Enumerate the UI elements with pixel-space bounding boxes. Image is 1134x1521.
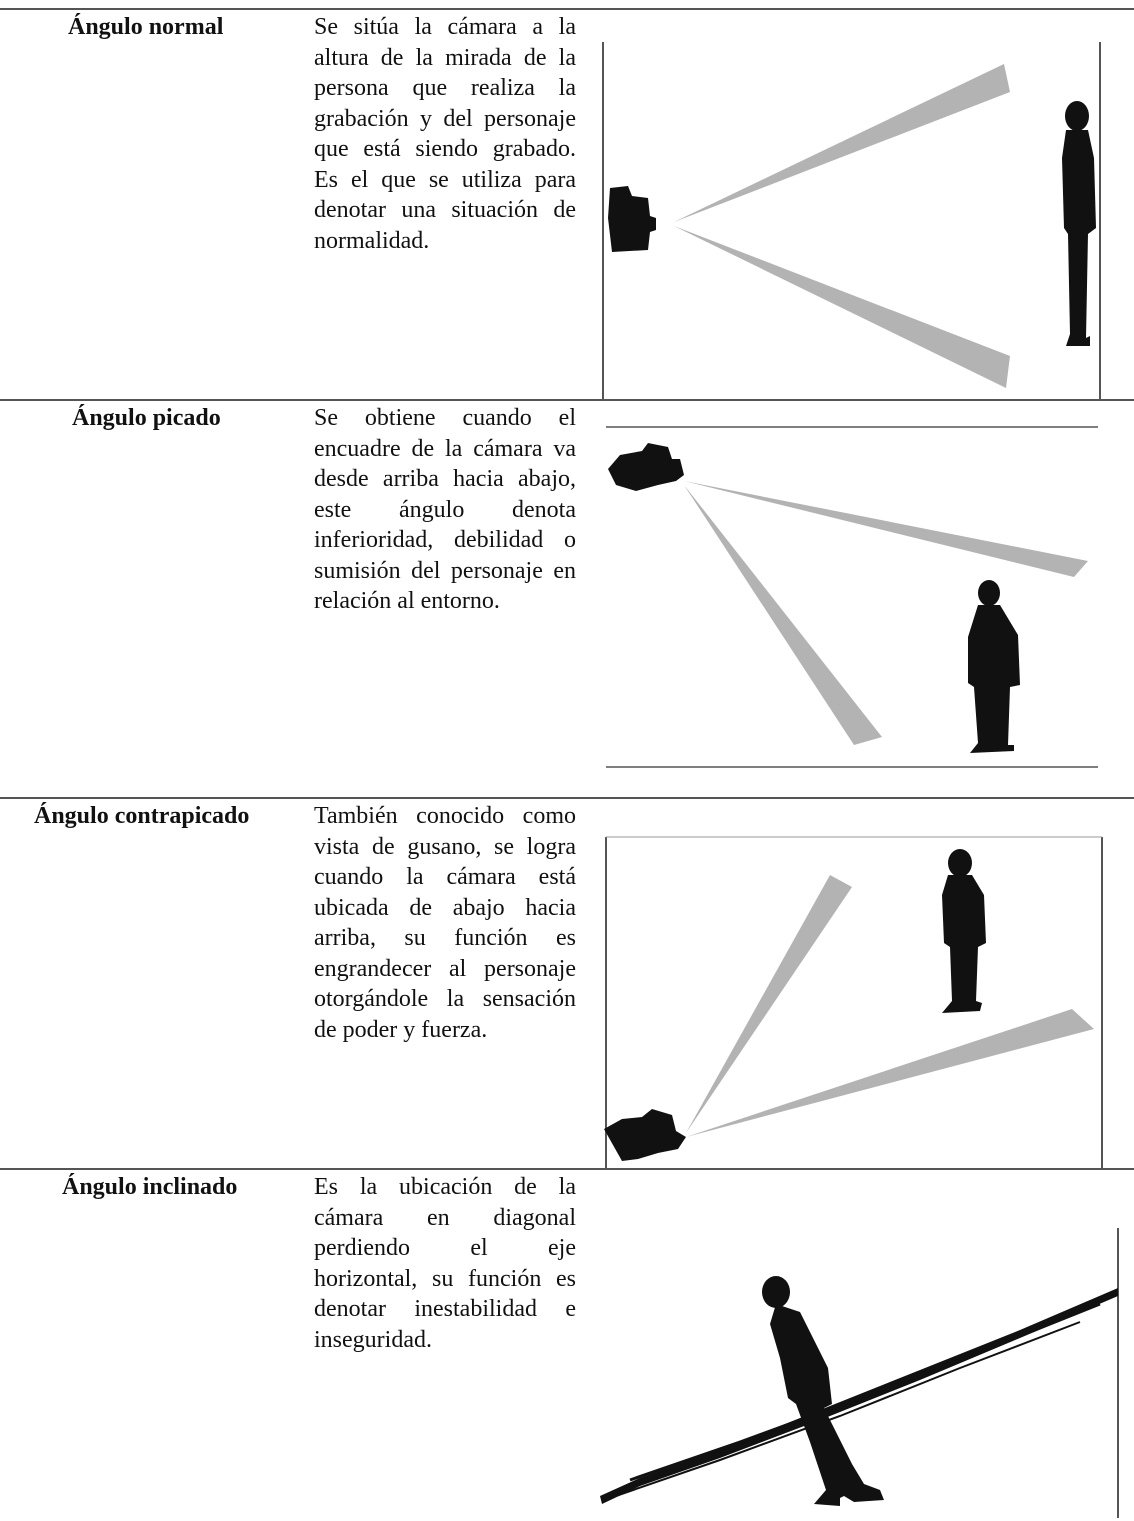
table-row: Ángulo picado Se obtiene cuando el encua… [0,399,1134,797]
angle-name: Ángulo normal [68,14,224,40]
view-beam-lower [674,226,1010,388]
view-beam-lower [686,1009,1094,1137]
view-beam-upper [686,875,852,1133]
table-rule [0,399,1134,401]
table-row: Ángulo normal Se sitúa la cámara a la al… [0,8,1134,400]
table-rule [0,1168,1134,1170]
angle-description: Es la ubicación de la cámara en diagonal… [314,1174,576,1353]
angle-description: También conocido como vista de gusano, s… [314,803,576,1043]
person-silhouette [1062,101,1096,346]
angle-name: Ángulo inclinado [62,1174,238,1200]
view-beam-upper [684,481,1088,577]
low-angle-illustration [602,833,1110,1169]
table-row: Ángulo inclinado Es la ubicación de la c… [0,1168,1134,1521]
high-angle-illustration [606,425,1100,771]
normal-angle-illustration [600,38,1110,400]
table-rule [0,8,1134,10]
table-row: Ángulo contrapicado También conocido com… [0,797,1134,1169]
view-beam-upper [674,64,1010,222]
angle-name: Ángulo picado [72,405,221,431]
tilted-ground [600,1288,1118,1504]
angle-name: Ángulo contrapicado [34,803,250,829]
dutch-angle-illustration [600,1228,1120,1518]
person-silhouette [762,1276,884,1506]
camera-icon [608,443,684,491]
camera-icon [608,186,656,252]
person-silhouette [942,849,986,1013]
camera-icon [604,1109,686,1161]
table-rule [0,797,1134,799]
angle-description: Se sitúa la cámara a la altura de la mir… [314,14,576,254]
angle-description: Se obtiene cuando el encuadre de la cáma… [314,405,576,614]
person-silhouette [968,580,1020,753]
view-beam-lower [684,485,882,745]
